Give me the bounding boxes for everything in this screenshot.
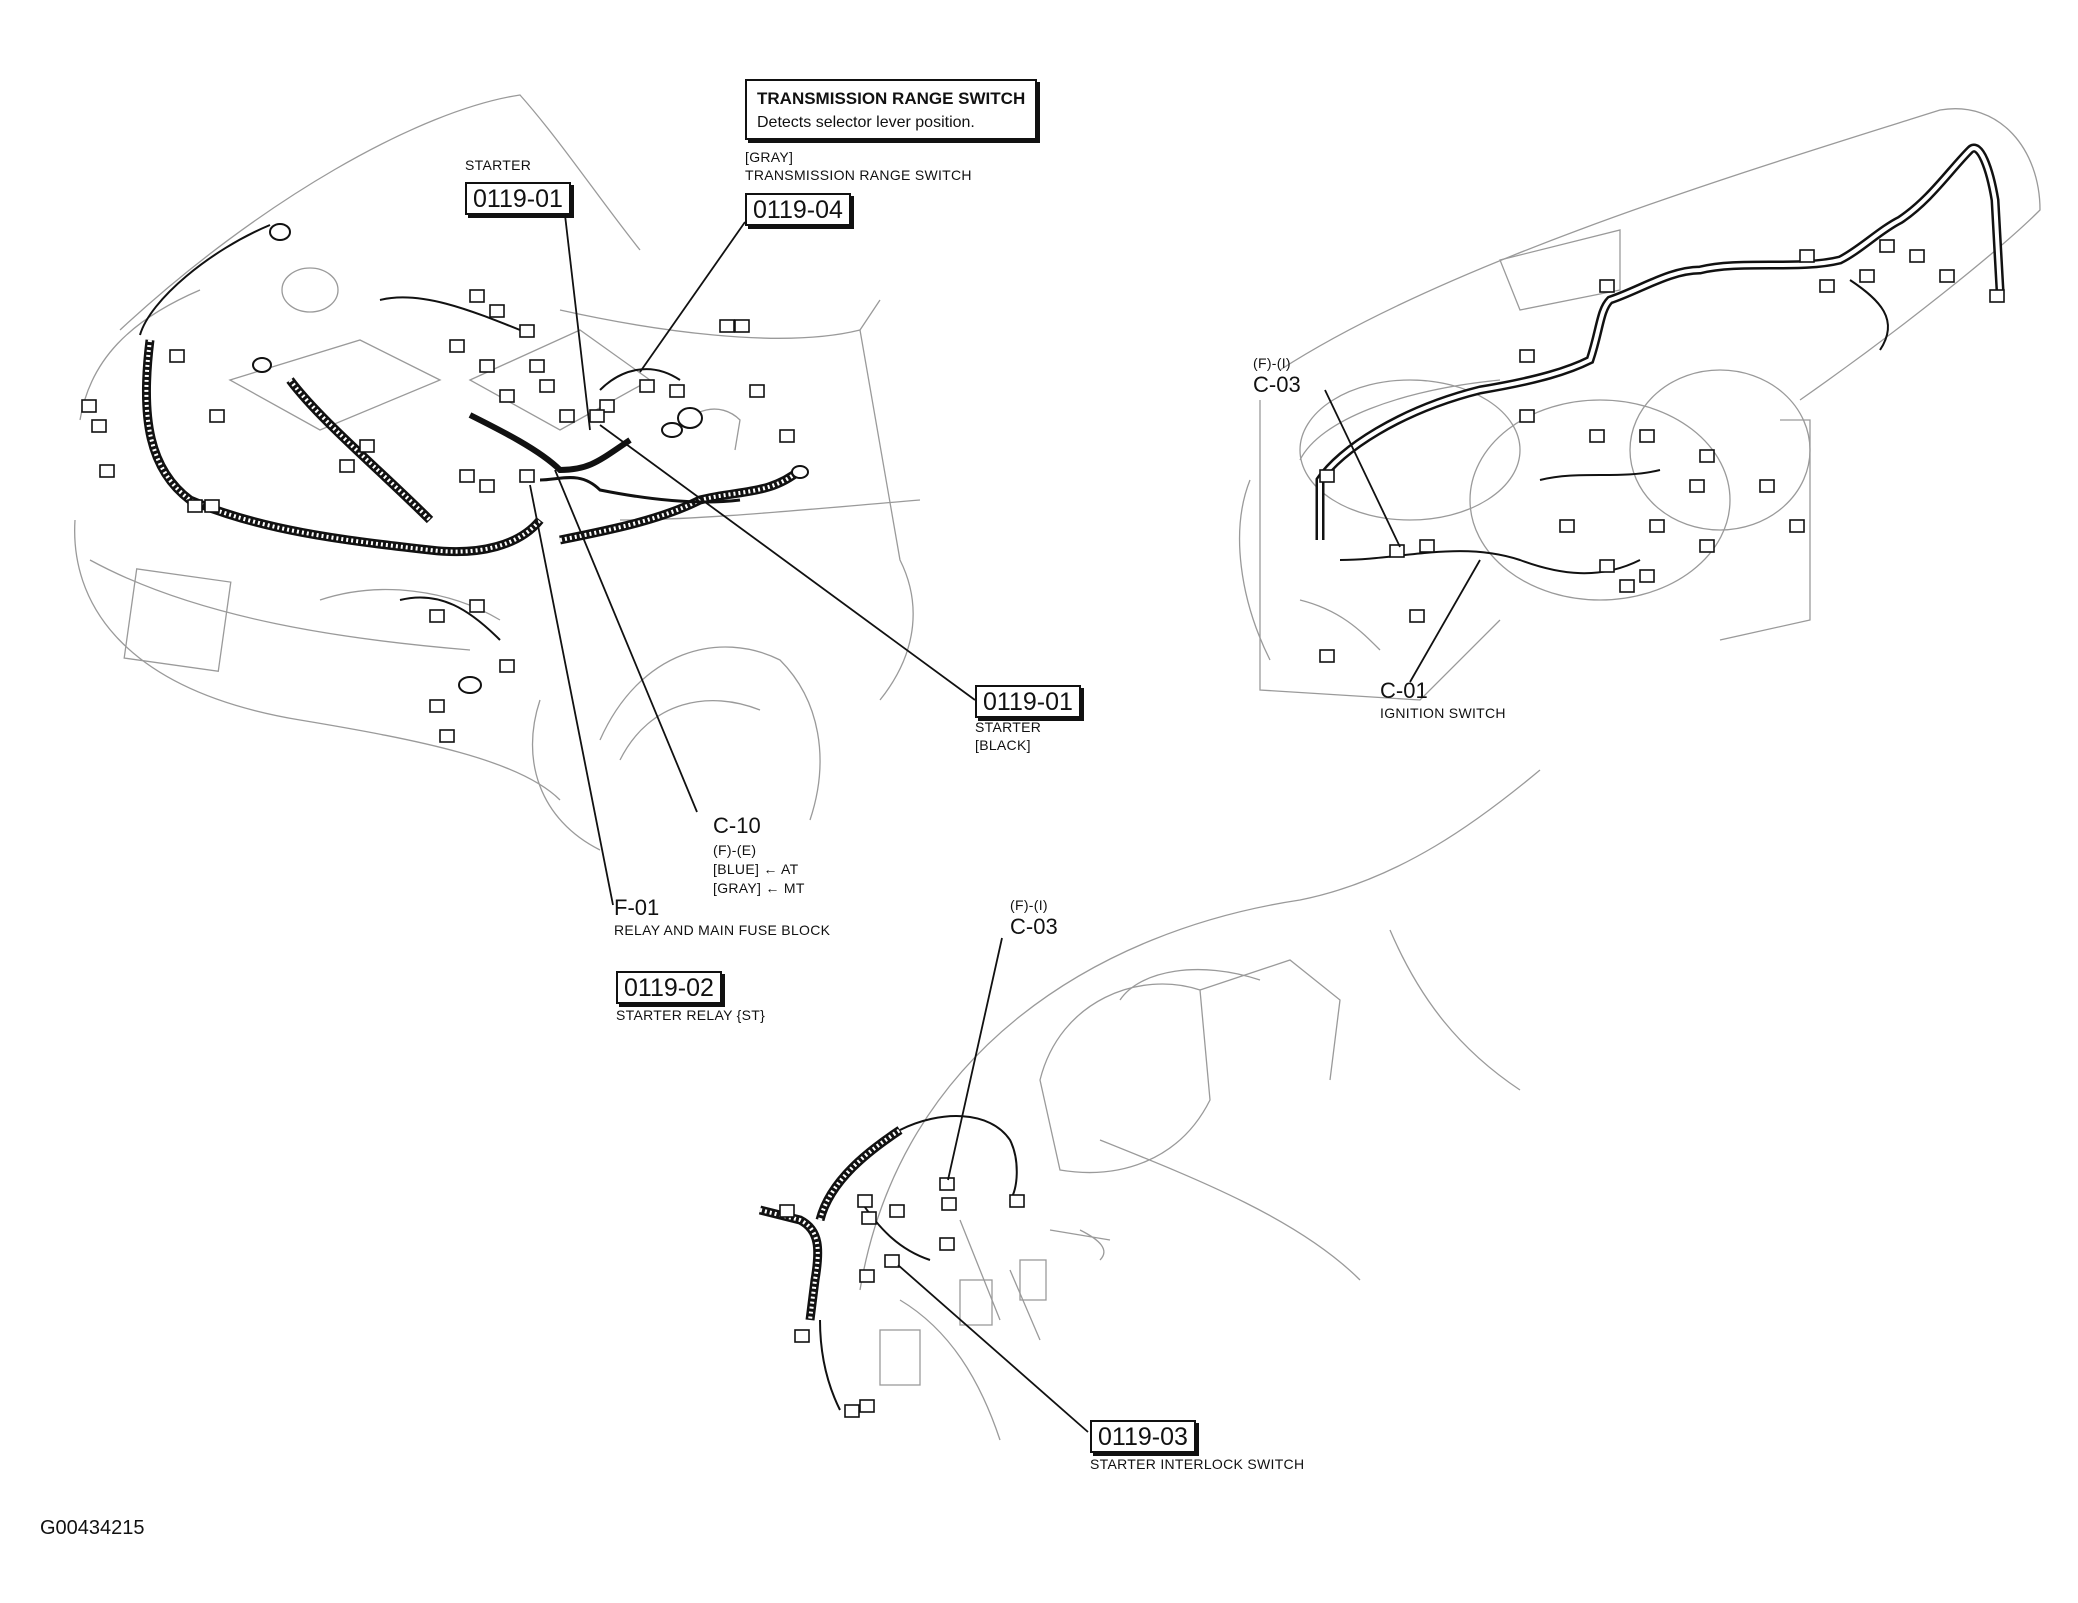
starter-relay-caption: STARTER RELAY {ST} — [616, 1007, 766, 1023]
dashboard-connectors — [1319, 239, 2005, 663]
pedal-c03-code: C-03 — [1010, 914, 1058, 939]
c10-code: C-10 — [713, 813, 761, 838]
pedal-connectors — [779, 1177, 1025, 1418]
front-connectors — [81, 289, 795, 743]
figure-id: G00434215 — [40, 1517, 145, 1539]
c10-gray: [GRAY] ← MT — [713, 880, 805, 896]
starter-top-caption: STARTER — [465, 157, 532, 173]
c10-position: (F)-(E) — [713, 842, 757, 858]
f01-code: F-01 — [614, 895, 660, 920]
starter-relay-code: 0119-02 — [616, 971, 722, 1004]
transmission-range-switch-callout: TRANSMISSION RANGE SWITCH Detects select… — [745, 79, 1038, 140]
callout-description: Detects selector lever position. — [757, 114, 975, 131]
starter-right-code: 0119-01 — [975, 685, 1081, 718]
f01-caption: RELAY AND MAIN FUSE BLOCK — [614, 922, 831, 938]
pedal-harness — [758, 1115, 1018, 1411]
c01-code: C-01 — [1380, 678, 1428, 703]
trs-color: [GRAY] — [745, 149, 794, 165]
interlock-switch-code: 0119-03 — [1090, 1420, 1196, 1453]
starter-right-color: [BLACK] — [975, 737, 1031, 753]
c01-caption: IGNITION SWITCH — [1380, 705, 1506, 721]
callout-title: TRANSMISSION RANGE SWITCH — [757, 89, 1026, 108]
front-harness — [139, 224, 803, 641]
dash-c03-position: (F)-(I) — [1253, 355, 1291, 371]
trs-caption: TRANSMISSION RANGE SWITCH — [745, 167, 972, 183]
trs-code: 0119-04 — [745, 193, 851, 226]
front-grommets — [252, 223, 809, 694]
dash-c03-code: C-03 — [1253, 372, 1301, 397]
pedal-area-outline — [859, 769, 1541, 1441]
c10-blue: [BLUE] ← AT — [713, 861, 799, 877]
leader-lines — [529, 214, 1481, 1433]
interlock-switch-caption: STARTER INTERLOCK SWITCH — [1090, 1456, 1305, 1472]
starter-right-caption: STARTER — [975, 719, 1042, 735]
starter-top-code: 0119-01 — [465, 182, 571, 215]
pedal-c03-position: (F)-(I) — [1010, 897, 1048, 913]
dashboard-outline — [1238, 108, 2041, 701]
